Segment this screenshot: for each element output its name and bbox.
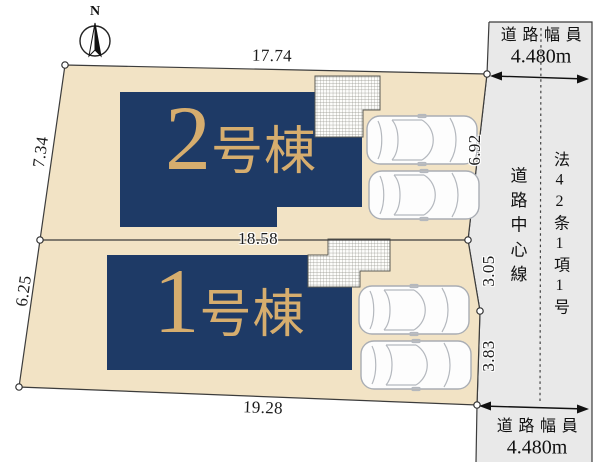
road-width-value-top: 4.480m [510,45,572,68]
dimension-left-lower: 6.25 [11,274,36,308]
dimension-bottom: 19.28 [242,397,284,418]
compass-icon [79,22,111,58]
building-2-number: 2 [164,87,211,189]
road-law-label: 法42条1項1号 [551,151,568,319]
boundary-markers [15,61,491,409]
dimension-right-lower: 3.83 [479,340,498,372]
car-icon [368,168,480,222]
building-2-shape [120,92,362,227]
road-width-arrow-top [490,71,589,84]
dimension-right-upper: 6.92 [465,134,484,166]
road-width-label-top: 道路幅員 [500,27,588,44]
car-icon [358,283,470,337]
porch-hatch-building-1 [307,238,391,288]
road-width-label-bottom: 道路幅員 [496,418,584,435]
dimension-right-middle: 3.05 [479,255,498,287]
road-width-value-bottom: 4.480m [506,436,568,459]
building-1-number: 1 [153,250,200,352]
road-center-line-label: 道路中心線 [507,166,527,290]
dimension-top: 17.74 [251,45,293,66]
porch-hatch-building-2 [314,75,381,138]
road-area [467,21,593,462]
dimension-middle: 18.58 [238,229,278,248]
compass-north-label: N [89,4,101,19]
building-2-suffix: 号棟 [210,124,318,181]
dimension-left-upper: 7.34 [28,135,53,169]
car-icon [366,113,478,167]
building-1-suffix: 号棟 [199,287,306,344]
car-icon [360,338,472,392]
road-width-arrow-bottom [479,401,589,414]
